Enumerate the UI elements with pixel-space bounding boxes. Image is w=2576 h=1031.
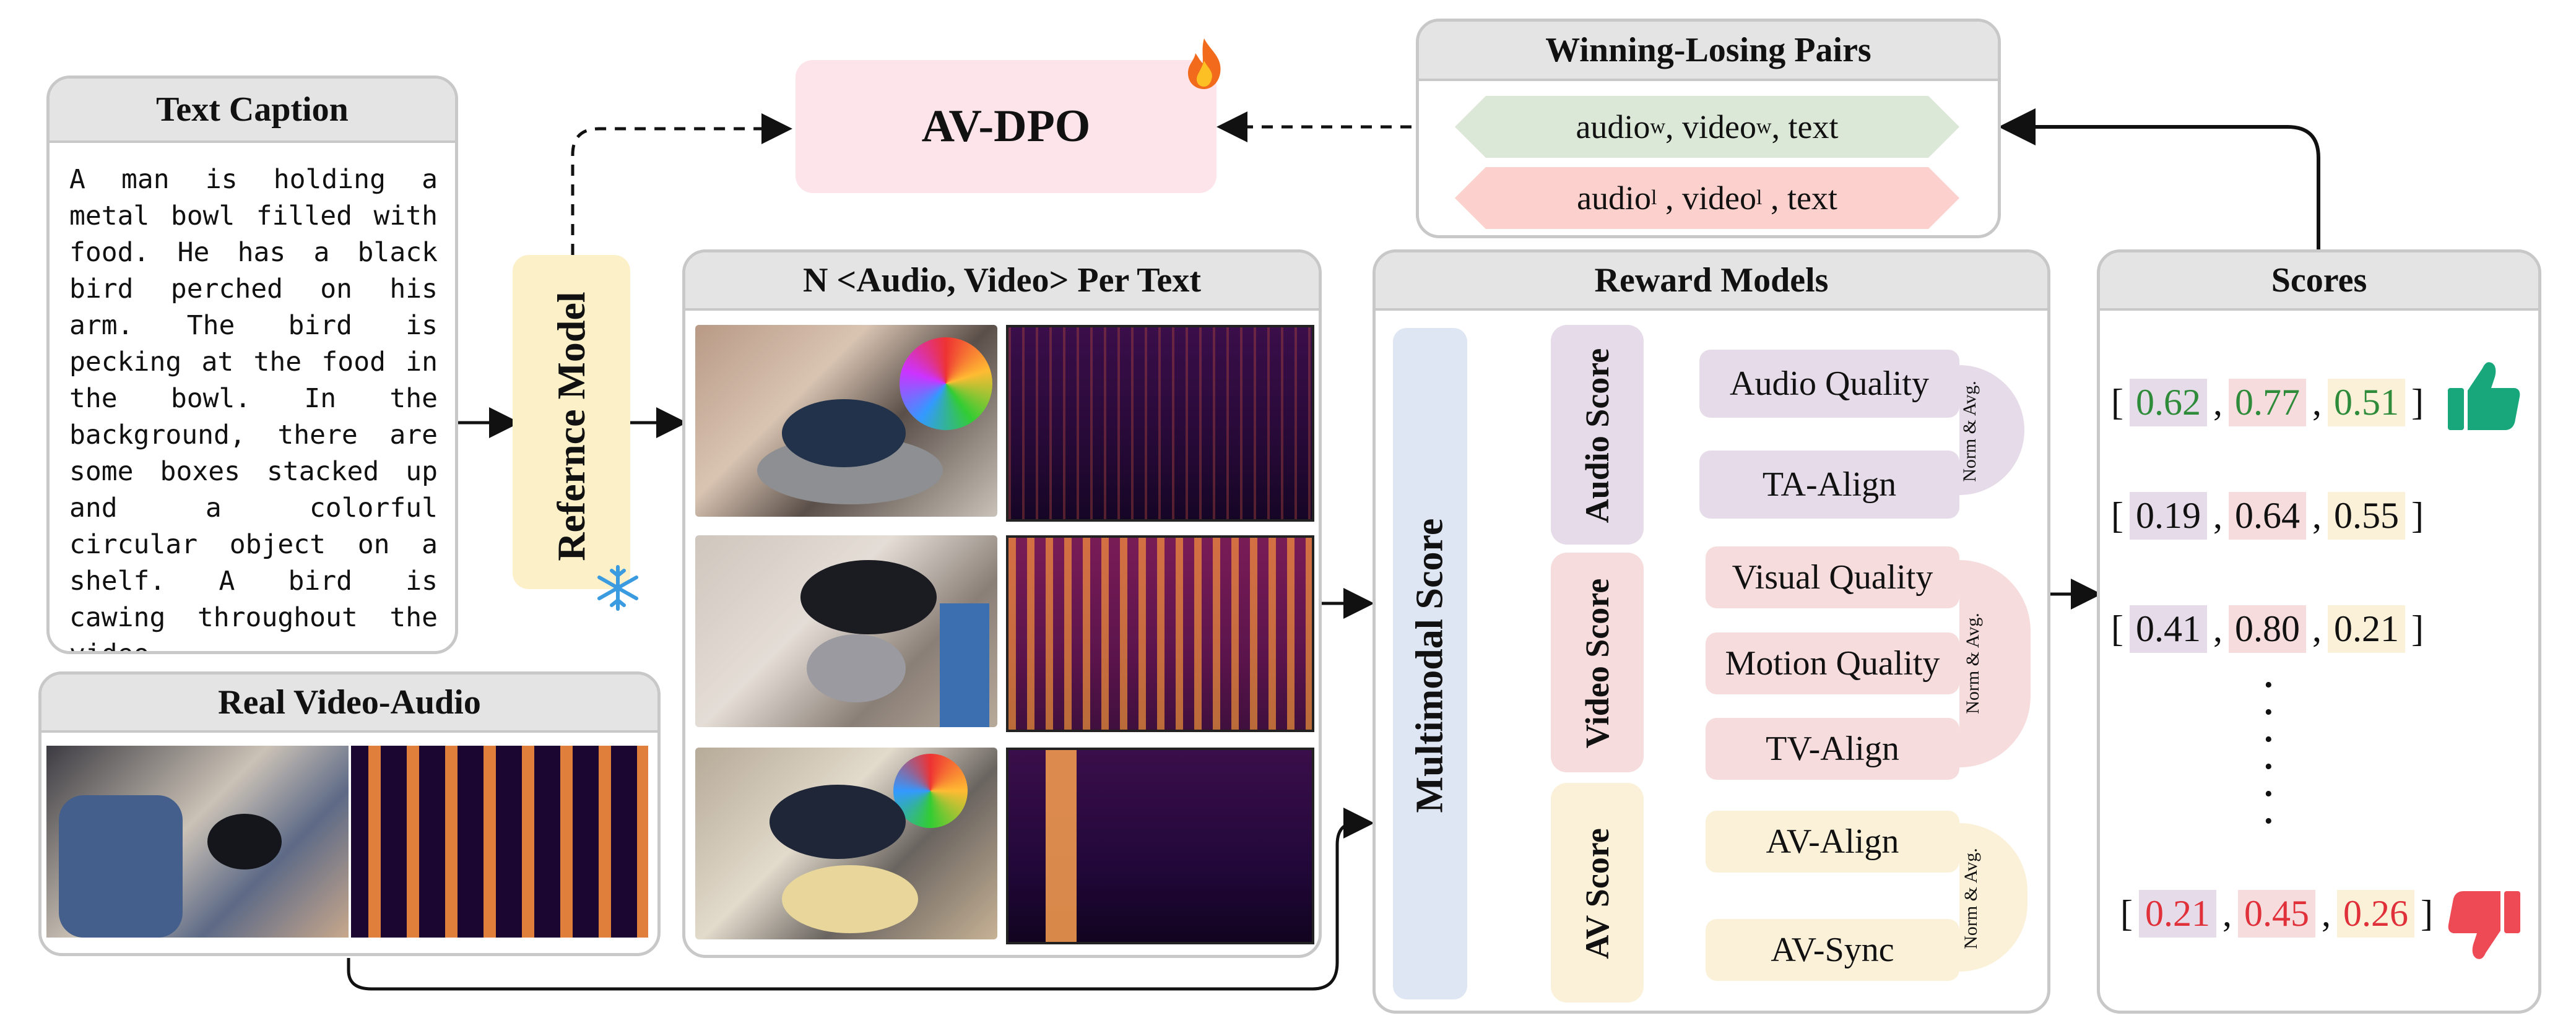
reference-model-box: Refernce Model [513, 255, 630, 589]
lose-video-sup: l [1756, 186, 1763, 209]
flame-icon [1188, 38, 1221, 89]
sample-spectrogram [1006, 748, 1314, 944]
sample-video-frame [695, 535, 997, 727]
video-norm-label: Norm & Avg. [1962, 613, 1983, 714]
av-score-box: AV Score [1551, 783, 1644, 1003]
reward-models-title: Reward Models [1376, 252, 2047, 311]
lose-video: video [1682, 179, 1756, 217]
score-video: 0.77 [2228, 379, 2306, 426]
audio-score-box: Audio Score [1551, 325, 1644, 545]
lose-audio-sup: l [1651, 186, 1657, 209]
text-caption-panel: Text Caption A man is holding a metal bo… [46, 75, 458, 654]
visual-quality-pill: Visual Quality [1706, 546, 1959, 608]
real-video-frame [46, 746, 349, 938]
tv-align-pill: TV-Align [1706, 718, 1959, 780]
av-norm-label: Norm & Avg. [1960, 848, 1981, 949]
score-av: 0.55 [2327, 492, 2405, 540]
av-dpo-label: AV-DPO [921, 101, 1091, 152]
score-ellipsis: · · · · · · [2263, 666, 2275, 840]
score-av: 0.21 [2327, 605, 2405, 653]
sample-video-frame [695, 325, 997, 517]
multimodal-score-label: Multimodal Score [1408, 518, 1451, 813]
win-pair-shape [1455, 96, 1959, 158]
sample-video-frame [695, 748, 997, 939]
score-av: 0.51 [2327, 379, 2405, 426]
av-dpo-box: AV-DPO [796, 60, 1216, 193]
scores-title: Scores [2100, 252, 2538, 311]
score-video: 0.80 [2228, 605, 2306, 653]
score-av: 0.26 [2336, 890, 2414, 938]
lose-text: text [1787, 179, 1837, 217]
av-sync-pill: AV-Sync [1706, 919, 1959, 981]
caption-body: A man is holding a metal bowl filled wit… [69, 164, 438, 654]
score-row: [ 0.41, 0.80, 0.21 ] [2111, 605, 2424, 653]
sample-spectrogram [1006, 535, 1314, 732]
score-audio: 0.62 [2129, 379, 2207, 426]
score-video: 0.45 [2237, 890, 2315, 938]
n-samples-title: N <Audio, Video> Per Text [685, 252, 1319, 311]
lose-pair-shape [1455, 167, 1959, 229]
score-row-lose: [ 0.21, 0.45, 0.26 ] [2120, 890, 2433, 938]
reference-model-label: Refernce Model [549, 291, 593, 561]
score-video: 0.64 [2228, 492, 2306, 540]
real-video-title: Real Video-Audio [41, 675, 657, 733]
video-score-label: Video Score [1579, 578, 1616, 749]
pairs-title: Winning-Losing Pairs [1419, 22, 1998, 81]
motion-quality-pill: Motion Quality [1706, 632, 1959, 694]
win-video: video [1682, 108, 1756, 145]
audio-norm-label: Norm & Avg. [1959, 381, 1980, 482]
video-score-box: Video Score [1551, 553, 1644, 772]
score-row: [ 0.19, 0.64, 0.55 ] [2111, 492, 2424, 540]
thumbs-up-icon [2448, 362, 2520, 430]
sample-spectrogram [1006, 325, 1314, 522]
av-score-label: AV Score [1579, 828, 1616, 959]
win-audio: audio [1576, 108, 1650, 145]
score-audio: 0.21 [2138, 890, 2216, 938]
snowflake-icon [597, 565, 638, 611]
audio-score-label: Audio Score [1579, 348, 1616, 524]
score-audio: 0.41 [2129, 605, 2207, 653]
text-caption-title: Text Caption [50, 79, 455, 143]
ta-align-pill: TA-Align [1699, 451, 1959, 519]
score-audio: 0.19 [2129, 492, 2207, 540]
thumbs-down-icon [2448, 891, 2520, 959]
video-norm-bracket [1959, 560, 2031, 767]
multimodal-score-box: Multimodal Score [1393, 328, 1467, 999]
win-audio-sup: w [1650, 115, 1665, 138]
real-spectrogram [351, 746, 648, 938]
audio-quality-pill: Audio Quality [1699, 350, 1959, 418]
win-video-sup: w [1756, 115, 1772, 138]
lose-audio: audio [1577, 179, 1652, 217]
score-row-win: [ 0.62, 0.77, 0.51 ] [2111, 379, 2424, 426]
win-text: text [1788, 108, 1839, 145]
av-align-pill: AV-Align [1706, 811, 1959, 873]
